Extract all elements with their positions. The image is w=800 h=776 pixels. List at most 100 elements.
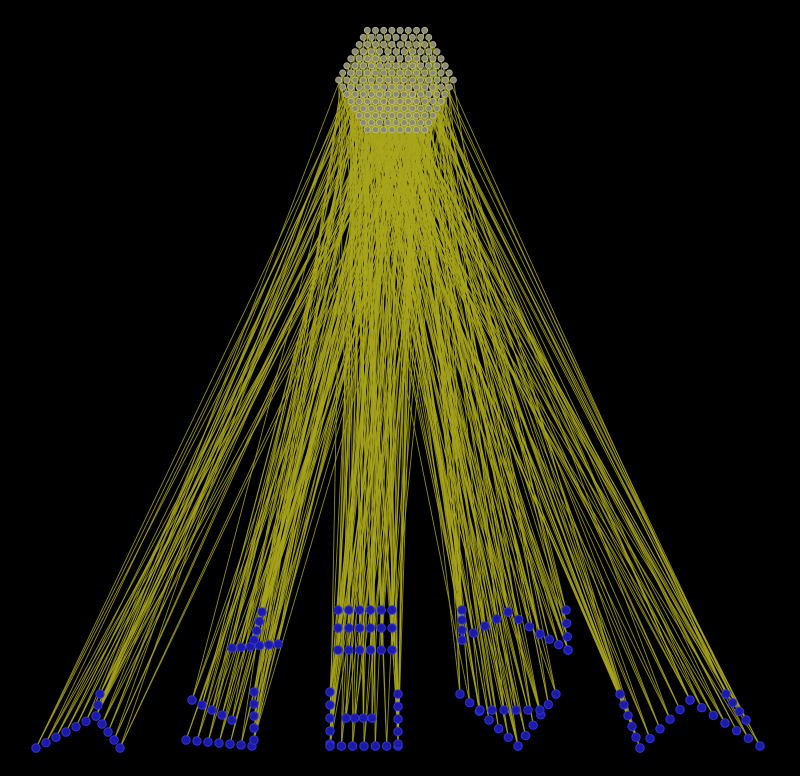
target-node — [393, 701, 403, 712]
target-node — [480, 621, 490, 631]
source-node — [380, 69, 388, 77]
graph-edge — [350, 101, 557, 695]
target-node — [708, 710, 719, 721]
target-node — [236, 642, 246, 652]
source-node — [429, 112, 437, 119]
source-node — [376, 33, 383, 41]
source-node — [367, 48, 375, 55]
source-node — [388, 97, 396, 105]
source-node — [351, 62, 359, 70]
target-node — [344, 623, 354, 633]
source-node — [404, 83, 412, 91]
source-node — [425, 105, 433, 112]
graph-edge — [370, 51, 541, 635]
source-node — [351, 105, 359, 112]
source-node — [376, 48, 383, 55]
graph-edge — [358, 44, 493, 711]
graph-edge — [99, 65, 364, 695]
graph-edge — [375, 72, 726, 724]
source-node — [408, 90, 416, 98]
source-node — [437, 83, 445, 91]
target-node — [619, 700, 629, 710]
source-node — [339, 69, 347, 77]
target-node — [513, 614, 524, 625]
target-node — [645, 733, 655, 744]
source-node — [359, 76, 367, 84]
source-node — [413, 126, 420, 134]
target-node — [393, 714, 403, 724]
source-node — [400, 48, 408, 55]
target-node — [535, 629, 545, 639]
target-node — [344, 645, 354, 655]
source-node — [404, 41, 412, 48]
source-node — [372, 41, 379, 48]
source-node — [445, 69, 453, 77]
source-node — [347, 83, 355, 91]
source-node — [437, 97, 445, 105]
source-node — [417, 48, 424, 55]
graph-edge — [432, 44, 727, 695]
target-node — [370, 741, 381, 751]
target-node — [344, 605, 354, 615]
source-node — [347, 55, 355, 63]
graph-edge — [375, 115, 629, 716]
graph-edge — [366, 44, 747, 721]
graph-edge — [424, 115, 481, 711]
graph-edge — [416, 129, 714, 716]
target-node — [499, 705, 509, 715]
source-node — [372, 55, 379, 63]
target-node — [249, 687, 259, 697]
graph-edge — [95, 122, 381, 717]
target-node — [325, 741, 335, 751]
source-node — [396, 97, 404, 105]
target-node — [365, 645, 376, 655]
graph-edge — [379, 108, 691, 701]
target-node — [115, 743, 125, 753]
graph-edge — [407, 115, 738, 731]
target-node — [635, 743, 645, 753]
graph-edge — [207, 108, 356, 743]
source-node — [404, 112, 412, 119]
source-node — [441, 76, 449, 84]
target-node — [551, 689, 561, 699]
target-node — [227, 643, 237, 653]
source-node — [392, 119, 400, 127]
target-node — [325, 687, 335, 697]
source-node — [425, 119, 433, 127]
target-node — [354, 645, 365, 655]
graph-edge — [424, 58, 671, 720]
target-node — [491, 614, 502, 624]
source-node — [363, 126, 371, 134]
target-node — [41, 737, 51, 748]
source-node — [380, 55, 388, 63]
source-node — [392, 90, 400, 98]
target-node — [468, 628, 479, 638]
graph-edge — [338, 79, 714, 716]
source-node — [392, 33, 400, 41]
source-node — [367, 76, 375, 84]
graph-edge — [383, 30, 493, 711]
target-node — [457, 625, 467, 635]
source-node — [413, 83, 420, 91]
source-node — [400, 62, 408, 70]
source-node — [396, 55, 404, 63]
source-node — [359, 62, 367, 70]
target-node — [376, 605, 386, 615]
target-node — [561, 618, 572, 629]
source-node — [372, 126, 379, 134]
graph-edge — [391, 30, 517, 711]
graph-edge — [211, 108, 356, 711]
source-node — [396, 69, 404, 77]
target-node — [264, 640, 274, 650]
target-node — [675, 704, 685, 715]
source-node — [421, 26, 429, 34]
graph-edge — [342, 72, 471, 703]
source-node — [339, 83, 347, 91]
source-node — [363, 41, 371, 48]
source-node — [421, 97, 429, 105]
source-node — [359, 105, 367, 112]
graph-edge — [366, 58, 481, 711]
source-node — [429, 83, 437, 91]
target-node — [365, 623, 376, 633]
